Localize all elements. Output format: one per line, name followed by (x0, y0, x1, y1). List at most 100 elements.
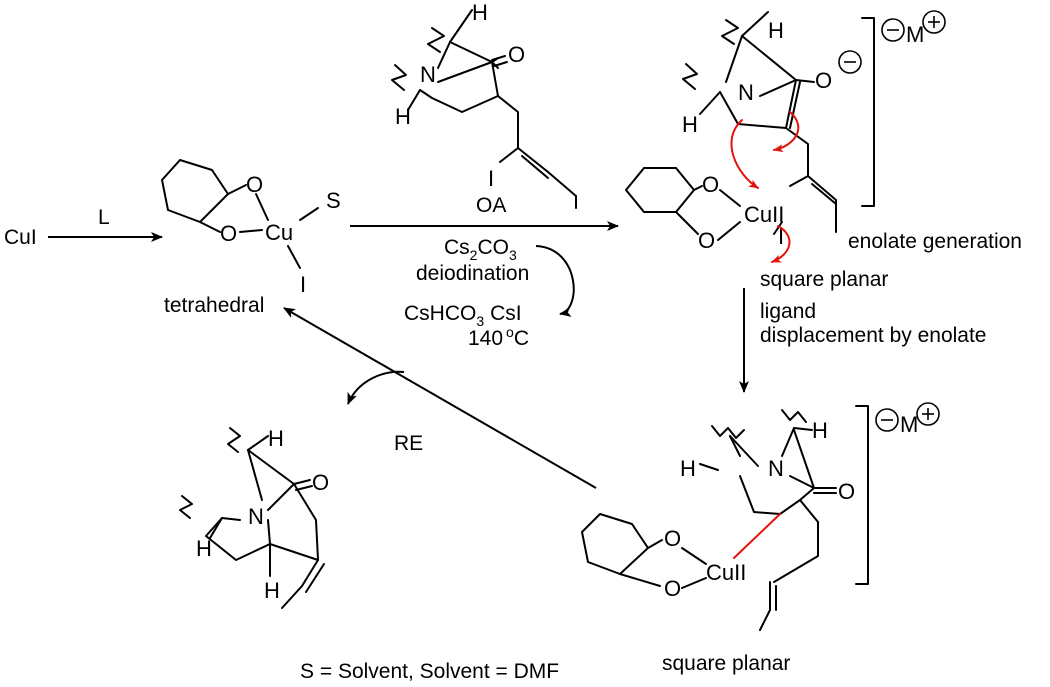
wavy-bond-left (682, 63, 698, 90)
bridge-bonds (267, 483, 319, 561)
bond-o-cu-bottom (239, 229, 263, 233)
red-arrow-to-cu (730, 119, 759, 189)
wavy-bond-top (721, 19, 739, 45)
carbonyl-double (813, 487, 837, 494)
catalyst-complex: O O Cu S I tetrahedral (161, 159, 341, 317)
counter-plus-circle (916, 402, 940, 426)
bond-ch-top (247, 435, 269, 451)
bond-ch-left (407, 89, 421, 111)
int-top-geometry: square planar (760, 268, 888, 291)
ligand-label: L (98, 206, 110, 229)
int-bot-h-top: H (812, 418, 828, 443)
down-arrow: ligand displacement by enolate (739, 288, 986, 393)
bond-c-o (795, 79, 815, 83)
curved-arrow-release (347, 370, 405, 405)
red-arrow-iodide (771, 225, 791, 263)
bond-ch-top (449, 9, 473, 43)
substrate-n: N (420, 62, 436, 87)
int-top-o: O (815, 68, 832, 93)
intermediate-top: H O N H O O CuII I M (625, 10, 1022, 291)
enolate-generation-label: enolate generation (848, 230, 1022, 253)
ring-bottom-bonds (419, 61, 499, 113)
bond-o-cu-top (255, 193, 269, 221)
int-top-n: N (738, 80, 754, 105)
bond-o-cu-top (681, 547, 707, 565)
int-top-h-left: H (682, 112, 698, 137)
red-bond-cu-c (733, 513, 781, 559)
product-h-top: H (268, 426, 284, 451)
counter-minus-circle (881, 18, 905, 42)
bond-ring-exo (269, 543, 319, 561)
int-top-ring-o-top: O (702, 172, 719, 197)
wavy-bond-top (781, 409, 807, 423)
bond-c-o-top (227, 184, 247, 195)
cyclohexane-bonds (161, 159, 229, 223)
int-top-h-top: H (768, 18, 784, 43)
bond-c-i (499, 147, 519, 163)
product-o: O (312, 470, 329, 495)
wavy-bond-left (391, 64, 407, 91)
bond-c-n-left (729, 435, 759, 467)
bond-n-c (759, 79, 797, 97)
bond-ch-top (741, 11, 769, 37)
bond-ch-left-up (729, 435, 741, 457)
int-top-cu: CuII (744, 202, 784, 227)
catalyst-o-bottom: O (220, 221, 237, 246)
return-arrow: RE (283, 307, 597, 489)
bond-c-n (725, 35, 743, 83)
catalyst-s: S (326, 188, 341, 213)
wavy-bond-top (227, 427, 241, 453)
bond-n-carbonyl (789, 429, 815, 489)
vinyl-bonds (759, 581, 777, 631)
bond-o-cu-bottom (681, 577, 707, 589)
bond-n-carbonyl (437, 61, 493, 83)
intermediate-bottom: H H N O O O CuII M square planar (581, 402, 940, 675)
ring-bottom-bonds (719, 79, 801, 129)
substrate-h-left: H (395, 104, 411, 129)
bond-to-cu (789, 175, 809, 187)
bond-c-o-bottom (675, 211, 699, 235)
int-top-cyclohexane (625, 167, 695, 213)
substrate-o: O (508, 42, 525, 67)
footnote: S = Solvent, Solvent = DMF (300, 660, 559, 683)
product: H O N H H (179, 426, 329, 609)
bond-ch-left (699, 463, 719, 471)
cui-reactant: CuI (4, 226, 37, 249)
product-h-left: H (196, 536, 212, 561)
product-h-bottom: H (264, 578, 280, 603)
oa-label: OA (476, 194, 506, 217)
bond-side-chain (785, 127, 809, 177)
tetrahedral-label: tetrahedral (164, 294, 264, 317)
bond-cu-s (299, 207, 319, 221)
bond-c-o-bottom (619, 573, 661, 587)
int-bot-cu: CuII (706, 560, 746, 585)
bond-c-n (781, 427, 795, 457)
curved-arrow-byproducts (535, 245, 575, 317)
carbonyl-lines (491, 55, 508, 67)
int-bot-geometry: square planar (662, 652, 790, 675)
int-top-i: I (778, 224, 784, 249)
bond-c-o-top (693, 185, 703, 191)
bond-side-chain (497, 95, 519, 149)
ligand-arrow: L (48, 206, 163, 242)
int-bot-m: M (900, 412, 918, 437)
vinyl-bonds (807, 175, 837, 233)
bond-ch-top (793, 427, 813, 431)
bond-side-chain (773, 499, 819, 583)
ring-bonds (205, 517, 271, 561)
vinyl-double-bond (517, 147, 577, 197)
step-down-line2: displacement by enolate (760, 324, 986, 347)
int-bot-ring-o-bottom: O (664, 576, 681, 601)
bond-c-o-top (647, 539, 663, 549)
int-bot-h-left: H (680, 456, 696, 481)
o-minus-circle (838, 50, 862, 74)
substrate-oa: H O N H I OA (391, 0, 577, 217)
catalyst-i: I (300, 272, 306, 297)
int-top-ring-o-bottom: O (698, 228, 715, 253)
bond-c-o-bottom (199, 221, 221, 233)
substrate-i: I (488, 166, 494, 191)
